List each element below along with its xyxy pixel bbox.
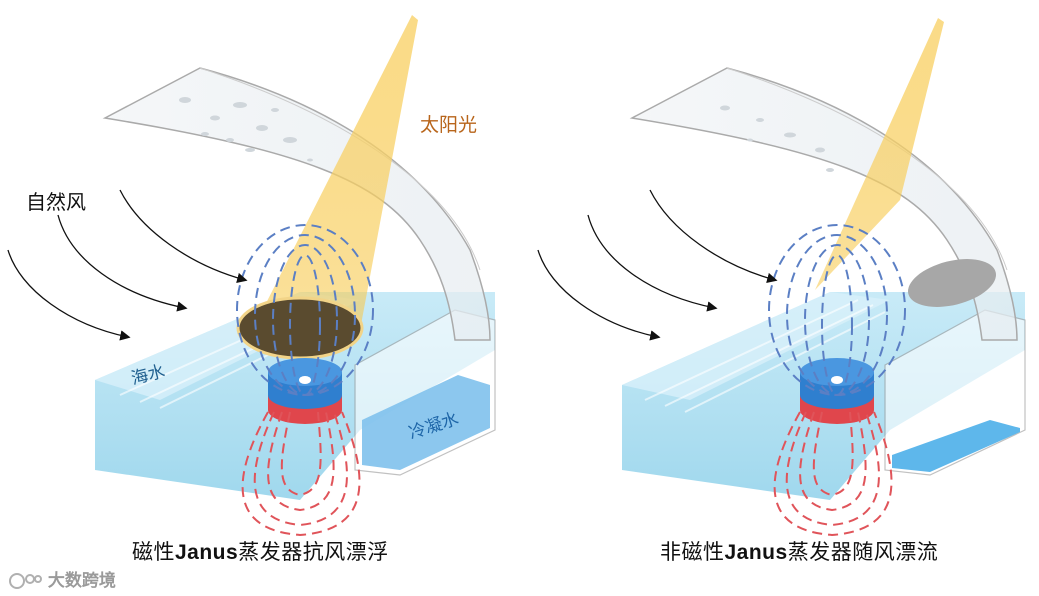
right-sunbeam xyxy=(815,18,944,290)
left-condensed-water-chamber xyxy=(354,309,496,476)
right-nonmagnetic-evaporator xyxy=(908,259,996,307)
right-condensed-water-chamber xyxy=(884,309,1026,476)
left-sunbeam xyxy=(255,15,418,330)
left-condensation-droplets xyxy=(179,97,313,162)
right-condensation-droplets xyxy=(720,105,834,172)
left-wind-arrows xyxy=(7,189,248,341)
caption-magnetic-evaporator: 磁性Janus蒸发器抗风漂浮 xyxy=(132,536,389,566)
left-magnet xyxy=(268,358,342,424)
caption-left-bold: Janus xyxy=(175,541,239,564)
right-magnetic-field-lines xyxy=(768,224,906,537)
sunlight-label: 太阳光 xyxy=(420,114,478,136)
left-magnetic-field-lines xyxy=(236,224,374,537)
left-system xyxy=(7,15,496,537)
caption-nonmagnetic-evaporator: 非磁性Janus蒸发器随风漂流 xyxy=(660,536,938,566)
caption-right-bold: Janus xyxy=(724,541,788,564)
watermark: 大数跨境 xyxy=(8,566,116,591)
watermark-text: 大数跨境 xyxy=(47,571,116,591)
natural-wind-label: 自然风 xyxy=(26,190,86,214)
right-magnet xyxy=(800,358,874,424)
left-magnetic-evaporator xyxy=(236,296,364,360)
right-wind-arrows xyxy=(537,189,778,341)
caption-right-suffix: 蒸发器随风漂流 xyxy=(787,540,939,564)
caption-right-prefix: 非磁性 xyxy=(660,540,725,564)
caption-left-prefix: 磁性 xyxy=(132,540,175,564)
caption-left-suffix: 蒸发器抗风漂浮 xyxy=(238,540,389,564)
watermark-logo-icon xyxy=(9,573,42,589)
right-system xyxy=(537,18,1026,537)
